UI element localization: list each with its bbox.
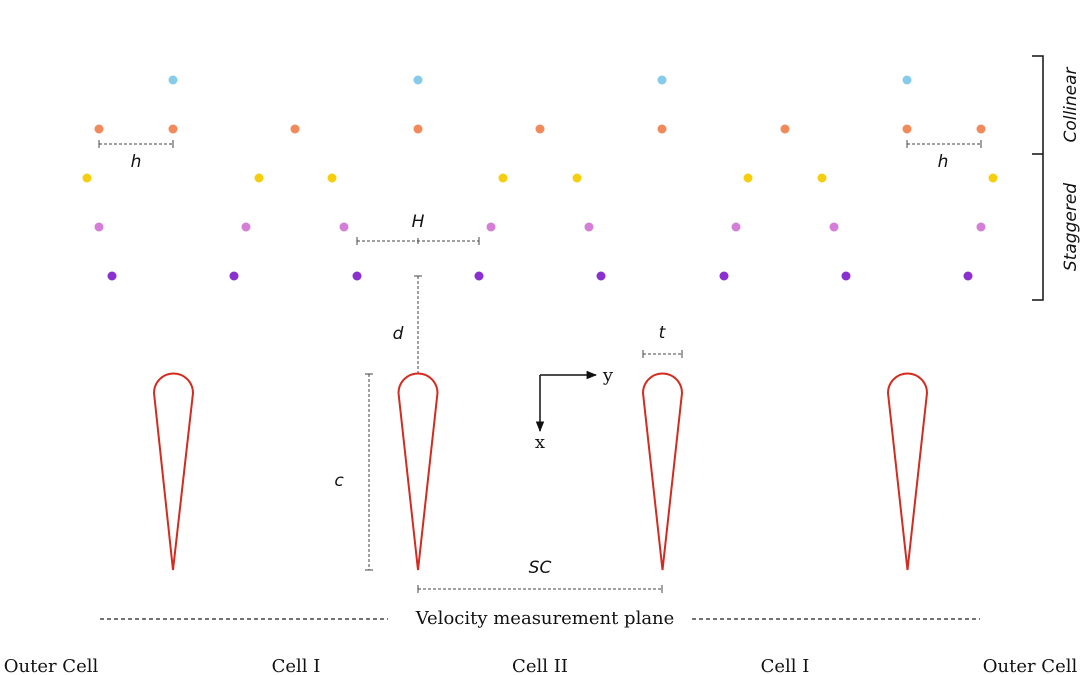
orange-dot	[902, 124, 912, 134]
cell-label-outer-right: Outer Cell	[983, 656, 1078, 675]
orange-dot	[94, 124, 104, 134]
h-dimension-left	[98, 140, 174, 148]
orange-dot	[976, 124, 986, 134]
row-pink-dots	[94, 222, 986, 232]
purple-dot	[229, 271, 239, 281]
purple-dot	[352, 271, 362, 281]
row-orange-dots	[94, 124, 986, 134]
row-yellow-dots	[82, 173, 998, 183]
pink-dot	[976, 222, 986, 232]
orange-dot	[168, 124, 178, 134]
cell-label-outer-left: Outer Cell	[4, 656, 99, 675]
layout-bracket	[1032, 55, 1044, 301]
coordinate-axes	[535, 370, 598, 433]
yellow-dot	[817, 173, 827, 183]
d-dimension	[414, 275, 422, 374]
hydrofoil-2	[397, 372, 439, 571]
yellow-dot	[572, 173, 582, 183]
pink-dot	[584, 222, 594, 232]
cell-label-cell-i-right: Cell I	[761, 656, 810, 675]
hydrofoil-4	[886, 372, 929, 571]
yellow-dot	[254, 173, 264, 183]
purple-dot	[596, 271, 606, 281]
lightblue-dot	[168, 75, 178, 85]
lightblue-dot	[413, 75, 423, 85]
pink-dot	[486, 222, 496, 232]
pink-dot	[339, 222, 349, 232]
hydrofoil-1	[152, 372, 195, 571]
h-label-left: h	[131, 152, 142, 172]
yellow-dot	[327, 173, 337, 183]
hydrofoil-3	[641, 372, 684, 571]
t-label: t	[659, 323, 667, 343]
pink-dot	[94, 222, 104, 232]
lightblue-dot	[902, 75, 912, 85]
measurement-plane-label: Velocity measurement plane	[415, 608, 675, 629]
collinear-label: Collinear	[1061, 66, 1080, 142]
orange-dot	[290, 124, 300, 134]
pink-dot	[829, 222, 839, 232]
H-dimension	[356, 237, 480, 245]
purple-dot	[719, 271, 729, 281]
c-dimension	[365, 373, 373, 571]
staggered-label: Staggered	[1061, 183, 1080, 271]
pink-dot	[241, 222, 251, 232]
SC-dimension	[417, 585, 663, 593]
yellow-dot	[498, 173, 508, 183]
pink-dot	[731, 222, 741, 232]
purple-dot	[963, 271, 973, 281]
orange-dot	[535, 124, 545, 134]
axis-y-label: y	[602, 365, 614, 386]
purple-dot	[841, 271, 851, 281]
c-label: c	[334, 471, 344, 491]
yellow-dot	[82, 173, 92, 183]
t-dimension	[642, 350, 683, 358]
d-label: d	[393, 324, 404, 344]
orange-dot	[657, 124, 667, 134]
SC-label: SC	[529, 558, 552, 578]
orange-dot	[413, 124, 423, 134]
cell-label-cell-ii: Cell II	[512, 656, 568, 675]
yellow-dot	[988, 173, 998, 183]
h-dimension-right	[906, 140, 982, 148]
row-lightblue-dots	[168, 75, 912, 85]
orange-dot	[780, 124, 790, 134]
purple-dot	[474, 271, 484, 281]
row-purple-dots	[107, 271, 973, 281]
axis-x-label: x	[535, 432, 545, 453]
cell-label-cell-i-left: Cell I	[272, 656, 321, 675]
lightblue-dot	[657, 75, 667, 85]
yellow-dot	[743, 173, 753, 183]
h-label-right: h	[938, 152, 949, 172]
H-label: H	[412, 212, 425, 232]
purple-dot	[107, 271, 117, 281]
